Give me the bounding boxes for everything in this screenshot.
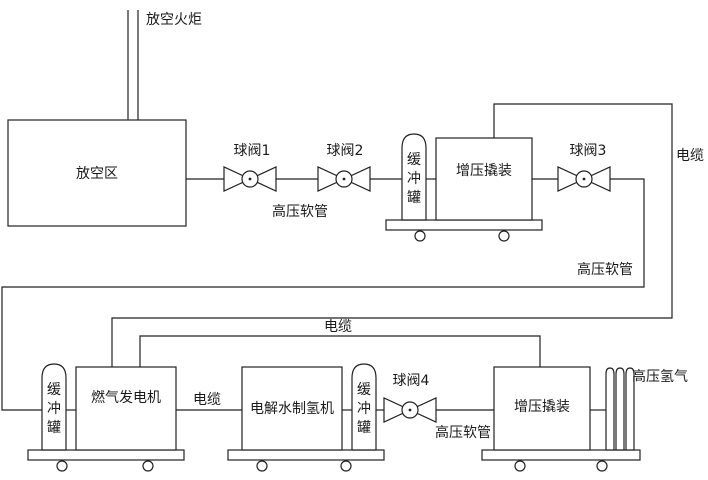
compressor-bottom-label: 增压撬装 [514, 399, 570, 415]
electrolyzer-label: 电解水制氢机 [250, 401, 334, 417]
top-skid [385, 219, 543, 242]
buffer-tank-top-char-1: 缓 [407, 152, 421, 168]
buffer-tank-top-char-2: 冲 [407, 171, 421, 187]
cable-mid-line [139, 335, 541, 367]
valve-1-label: 球阀1 [234, 143, 271, 159]
buffer-tank-mid-char-1: 缓 [357, 382, 371, 398]
hp-hydrogen-label: 高压氢气 [632, 368, 688, 385]
hose-right-label: 高压软管 [577, 261, 633, 278]
flare-label: 放空火炬 [146, 12, 202, 28]
buffer-tank-left [41, 363, 67, 451]
hose-bottom-label: 高压软管 [435, 424, 491, 441]
electrolyzer-box [241, 366, 343, 451]
hose-top-label: 高压软管 [272, 203, 328, 220]
valve-4-label: 球阀4 [393, 373, 430, 389]
cable-gen-label: 电缆 [193, 392, 221, 408]
generator-label: 燃气发电机 [91, 389, 161, 406]
ball-valve-2 [317, 166, 371, 192]
compressor-top-box [435, 137, 533, 221]
right-skid [481, 449, 641, 472]
buffer-tank-top [401, 133, 427, 221]
vent-area-box [7, 119, 187, 227]
hose-right-line [1, 178, 645, 411]
buffer-tank-left-char-2: 冲 [47, 401, 61, 417]
flare-stack [127, 10, 139, 120]
buffer-tank-left-char-3: 罐 [47, 420, 61, 436]
mid-skid [227, 449, 385, 472]
ball-valve-3 [557, 166, 611, 192]
buffer-tank-top-char-3: 罐 [407, 190, 421, 206]
valve-3-label: 球阀3 [570, 143, 607, 159]
ball-valve-1 [223, 166, 277, 192]
ball-valve-4 [383, 397, 437, 423]
vent-area-label: 放空区 [76, 166, 118, 182]
valve-2-label: 球阀2 [327, 143, 364, 159]
compressor-bottom-box [493, 366, 591, 451]
cable-right-label: 电缆 [676, 148, 704, 164]
generator-box [75, 366, 177, 451]
buffer-tank-left-char-1: 缓 [47, 382, 61, 398]
left-skid [27, 449, 185, 472]
buffer-tank-mid-char-2: 冲 [357, 401, 371, 417]
buffer-tank-mid [351, 363, 377, 451]
compressor-top-label: 增压撬装 [456, 163, 512, 179]
cable-right-line [111, 103, 673, 367]
cable-mid-label: 电缆 [324, 319, 352, 335]
buffer-tank-mid-char-3: 罐 [357, 420, 371, 436]
hydrogen-cylinders [605, 367, 635, 451]
